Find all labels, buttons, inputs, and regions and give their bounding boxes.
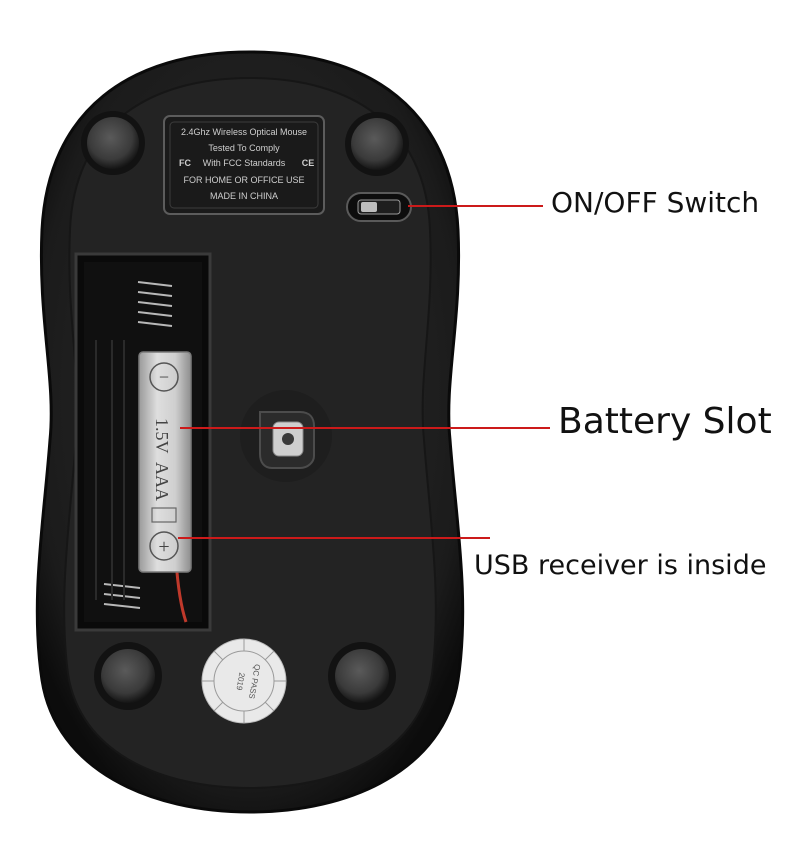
- label-plate: 2.4Ghz Wireless Optical Mouse Tested To …: [163, 115, 325, 215]
- usb-callout-label: USB receiver is inside: [474, 550, 767, 581]
- plate-line-4: FOR HOME OR OFFICE USE: [183, 175, 304, 185]
- plate-line-2: Tested To Comply: [208, 143, 280, 153]
- ce-mark: CE: [302, 158, 315, 168]
- power-switch[interactable]: [346, 192, 412, 222]
- plate-line-1: 2.4Ghz Wireless Optical Mouse: [181, 127, 307, 137]
- sticker-year: 2019: [234, 672, 246, 692]
- qc-sticker: QC PASS 2019: [201, 638, 287, 724]
- top-left-foot: [81, 111, 145, 175]
- plate-line-3: With FCC Standards: [203, 158, 286, 168]
- optical-sensor: [240, 390, 332, 482]
- battery-callout-label: Battery Slot: [558, 401, 772, 442]
- plate-line-5: MADE IN CHINA: [210, 191, 278, 201]
- bottom-right-foot: [328, 642, 396, 710]
- bottom-left-foot: [94, 642, 162, 710]
- plus-terminal: +: [158, 536, 169, 558]
- switch-callout-label: ON/OFF Switch: [551, 186, 760, 219]
- minus-terminal: −: [159, 367, 169, 387]
- aaa-battery: − 1.5V AAA +: [138, 351, 192, 573]
- top-spring: [137, 281, 173, 327]
- fc-mark: FC: [179, 158, 191, 168]
- battery-voltage: 1.5V: [152, 418, 172, 454]
- bottom-spring: [103, 583, 141, 609]
- switch-toggle[interactable]: [361, 202, 377, 212]
- battery-size: AAA: [152, 462, 172, 501]
- top-right-foot: [345, 112, 409, 176]
